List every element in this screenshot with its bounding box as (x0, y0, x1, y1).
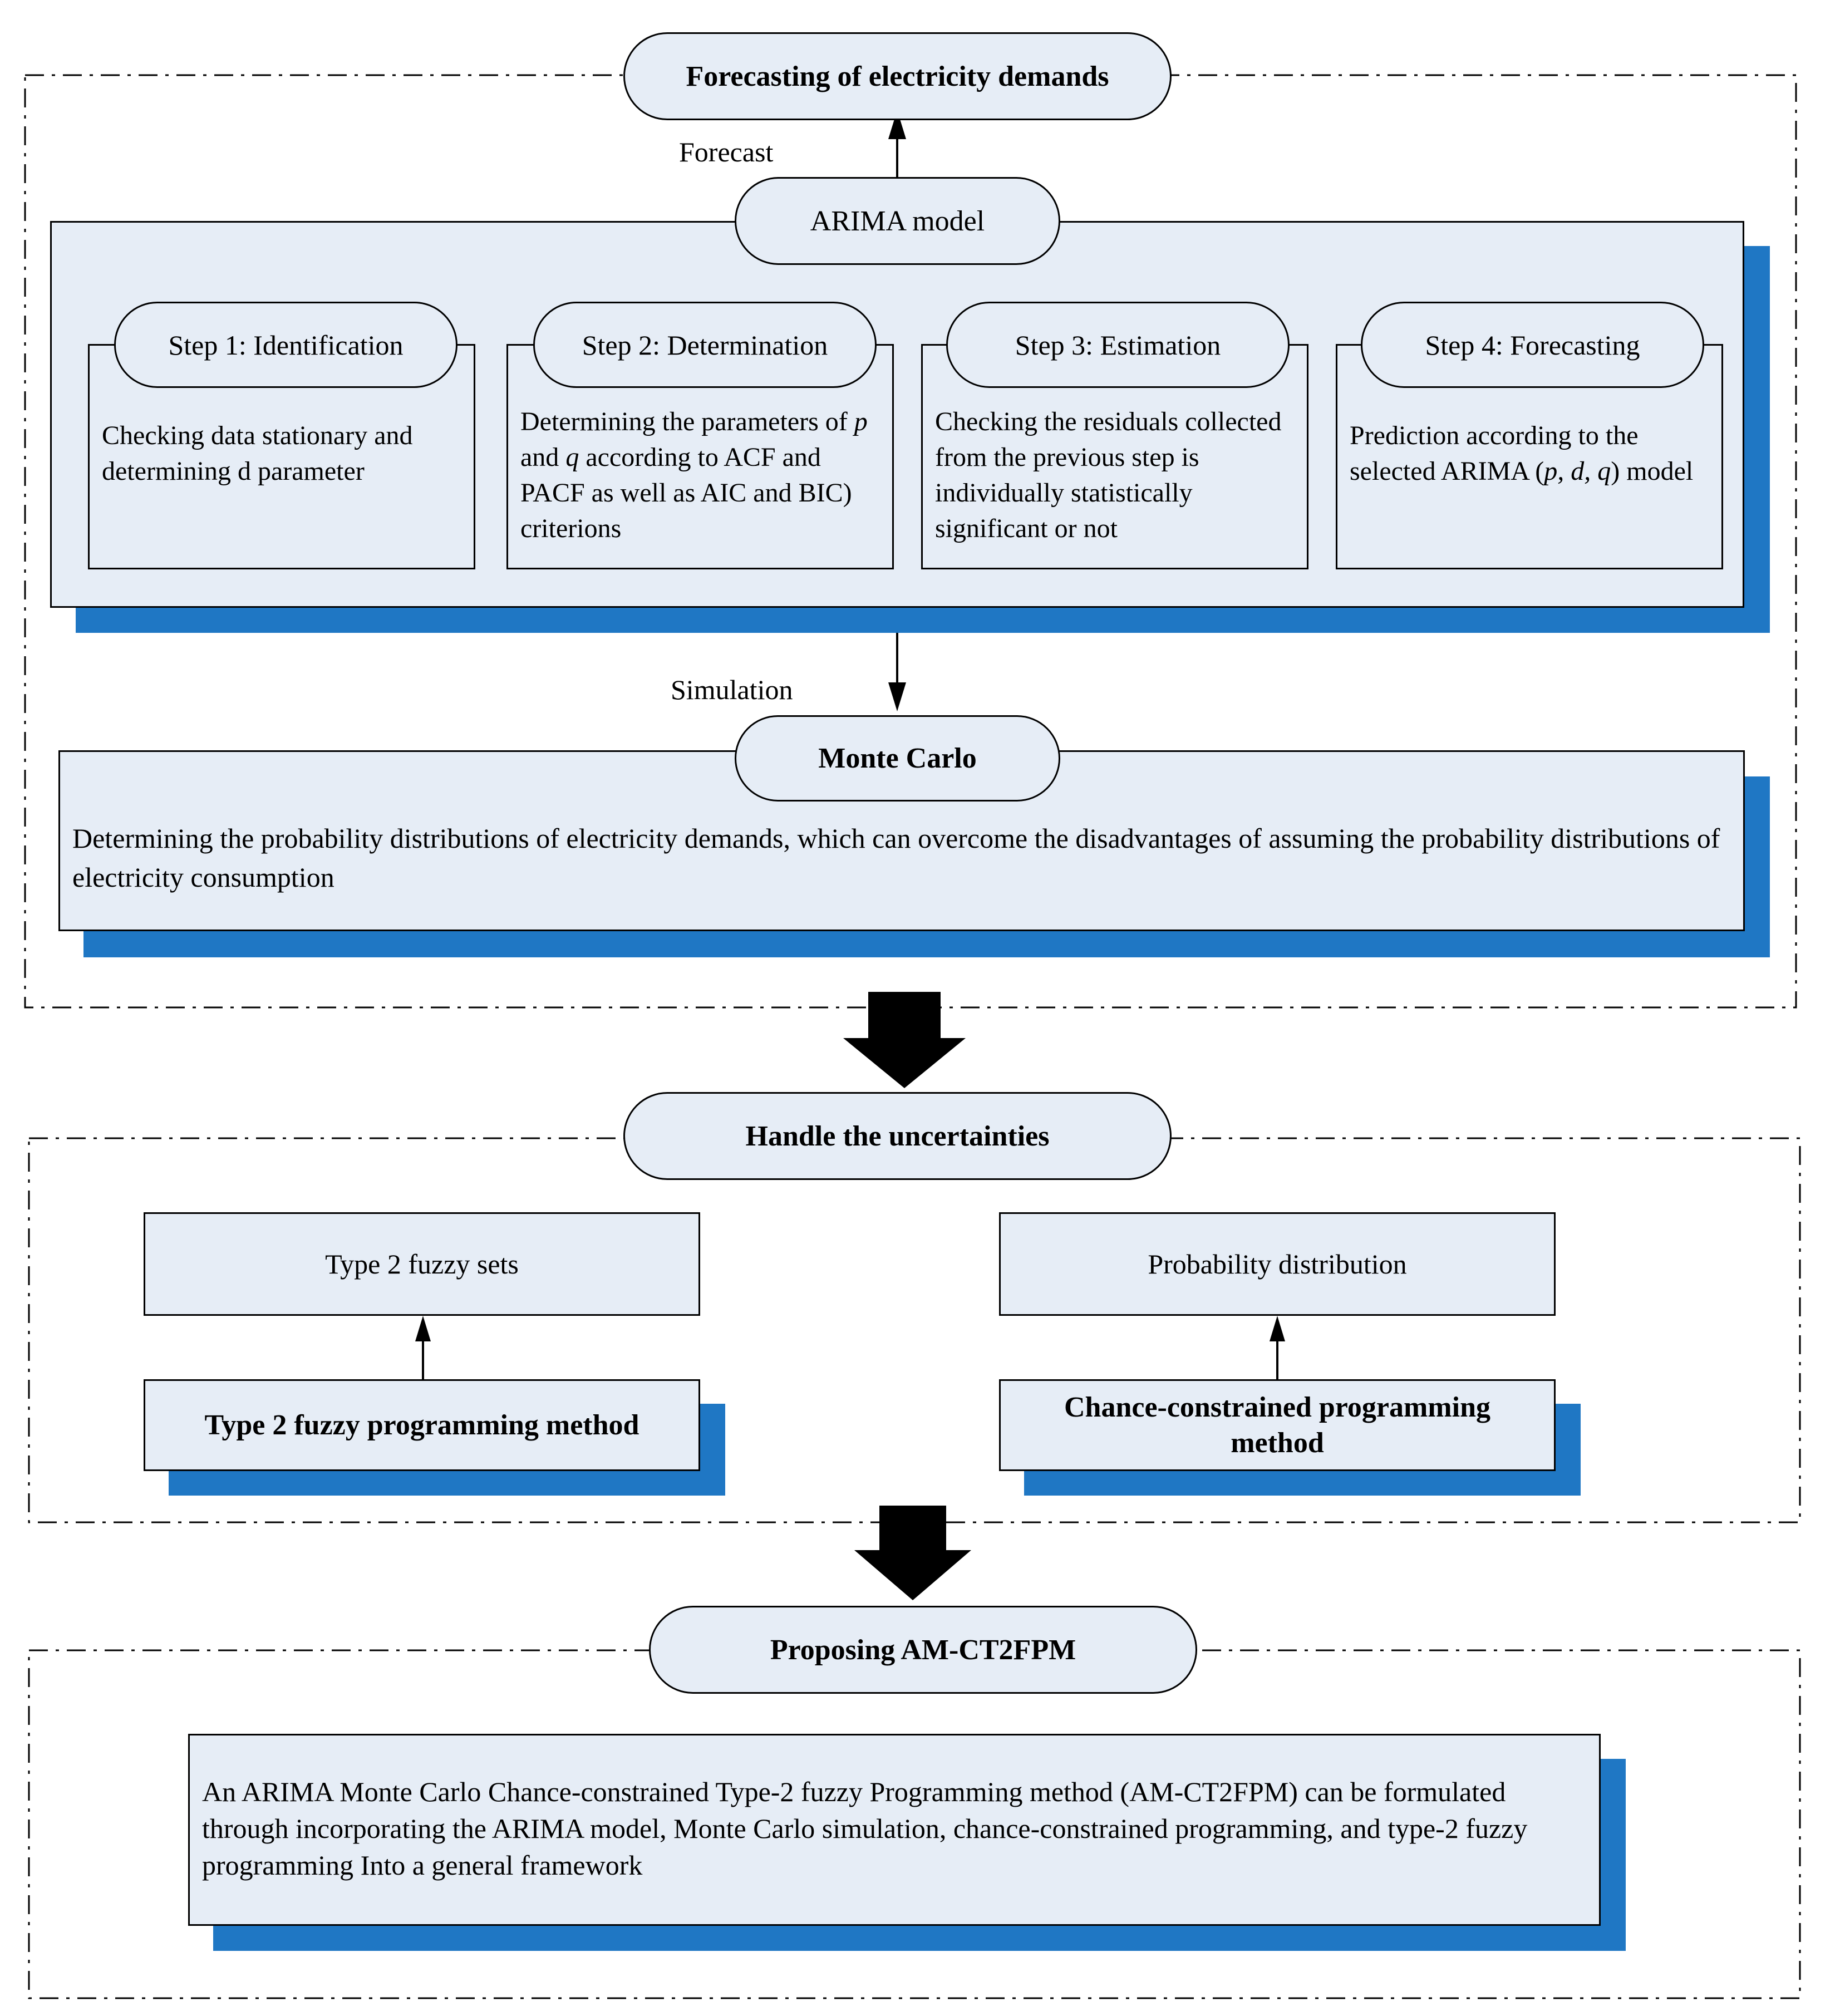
monte-carlo-box: Determining the probability distribution… (58, 750, 1745, 931)
forecast-arrow-head (888, 110, 906, 139)
step-2-text-2: and (520, 442, 566, 472)
type2-method-text: Type 2 fuzzy programming method (204, 1409, 639, 1441)
probability-distribution-box: Probability distribution (999, 1212, 1556, 1316)
step-2-text-q: q (565, 442, 579, 472)
step-1-text: Checking data stationary and determining… (102, 421, 413, 486)
step-2-text-3: according to ACF and PACF as well as AIC… (520, 442, 852, 543)
type2-method-box: Type 2 fuzzy programming method (144, 1379, 700, 1471)
ccp-method-text: Chance-constrained programming method (1064, 1391, 1490, 1459)
forecasting-title: Forecasting of electricity demands (623, 32, 1172, 120)
step-2-text-1: Determining the parameters of (520, 407, 854, 436)
type2-fuzzy-sets-text: Type 2 fuzzy sets (325, 1248, 519, 1280)
proposing-box: An ARIMA Monte Carlo Chance-constrained … (188, 1734, 1601, 1926)
ccp-arrow-head (1270, 1316, 1285, 1341)
type2-fuzzy-sets-box: Type 2 fuzzy sets (144, 1212, 700, 1316)
step-3-text: Checking the residuals collected from th… (935, 407, 1282, 543)
forecast-label: Forecast (679, 136, 774, 168)
step-3-title: Step 3: Estimation (946, 302, 1290, 388)
probability-distribution-text: Probability distribution (1148, 1248, 1407, 1280)
step-4-text-1: Prediction according to the selected ARI… (1350, 421, 1639, 486)
step-4-text-2: ) model (1611, 456, 1694, 486)
arima-title: ARIMA model (735, 177, 1060, 265)
step-4-title: Step 4: Forecasting (1361, 302, 1704, 388)
step-2-text-p: p (854, 407, 868, 436)
block-arrow-down-2 (854, 1506, 971, 1600)
simulation-label: Simulation (671, 674, 793, 705)
type2-arrow-head (415, 1316, 431, 1341)
proposing-title: Proposing AM-CT2FPM (649, 1606, 1197, 1694)
block-arrow-down-1 (843, 992, 966, 1088)
step-1-title: Step 1: Identification (114, 302, 457, 388)
step-2-title: Step 2: Determination (533, 302, 877, 388)
monte-carlo-text: Determining the probability distribution… (72, 823, 1720, 893)
step-4-text-pdq: p, d, q (1544, 456, 1611, 486)
simulation-arrow-head (888, 682, 906, 711)
proposing-text: An ARIMA Monte Carlo Chance-constrained … (202, 1776, 1528, 1881)
monte-carlo-title: Monte Carlo (735, 715, 1060, 802)
ccp-method-box: Chance-constrained programming method (999, 1379, 1556, 1471)
uncertainties-title: Handle the uncertainties (623, 1092, 1172, 1180)
